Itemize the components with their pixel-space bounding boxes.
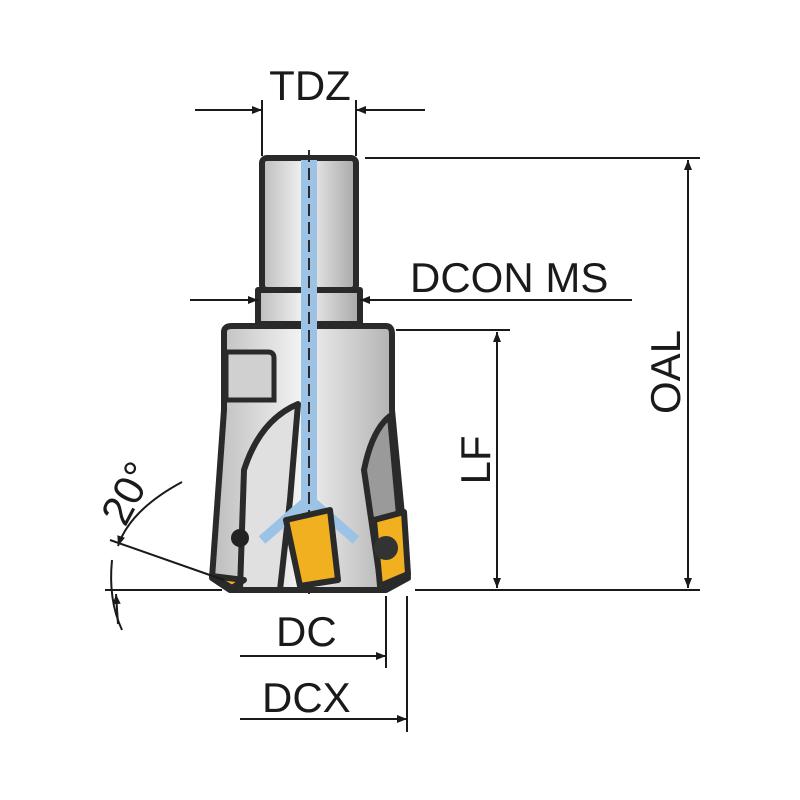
dc-label: DC bbox=[276, 608, 337, 655]
screw-icon bbox=[231, 529, 249, 547]
angle-dimension: 20° bbox=[92, 454, 225, 631]
tdz-dimension: TDZ bbox=[195, 62, 425, 156]
lf-dimension: LF bbox=[396, 329, 510, 588]
angle-label: 20° bbox=[92, 454, 163, 532]
dcx-dimension: DCX bbox=[240, 596, 408, 732]
lf-label: LF bbox=[452, 435, 499, 484]
oal-label: OAL bbox=[642, 330, 689, 414]
dcx-label: DCX bbox=[262, 674, 351, 721]
oal-dimension: OAL bbox=[365, 157, 700, 591]
cutter-tool bbox=[209, 150, 411, 600]
flat-pocket bbox=[223, 349, 277, 403]
dc-dimension: DC bbox=[240, 596, 387, 668]
screw-icon bbox=[374, 536, 398, 560]
dcon-ms-label: DCON MS bbox=[410, 254, 608, 301]
tdz-label: TDZ bbox=[269, 62, 351, 109]
dcon-ms-dimension: DCON MS bbox=[190, 254, 632, 304]
insert-center bbox=[283, 507, 341, 589]
